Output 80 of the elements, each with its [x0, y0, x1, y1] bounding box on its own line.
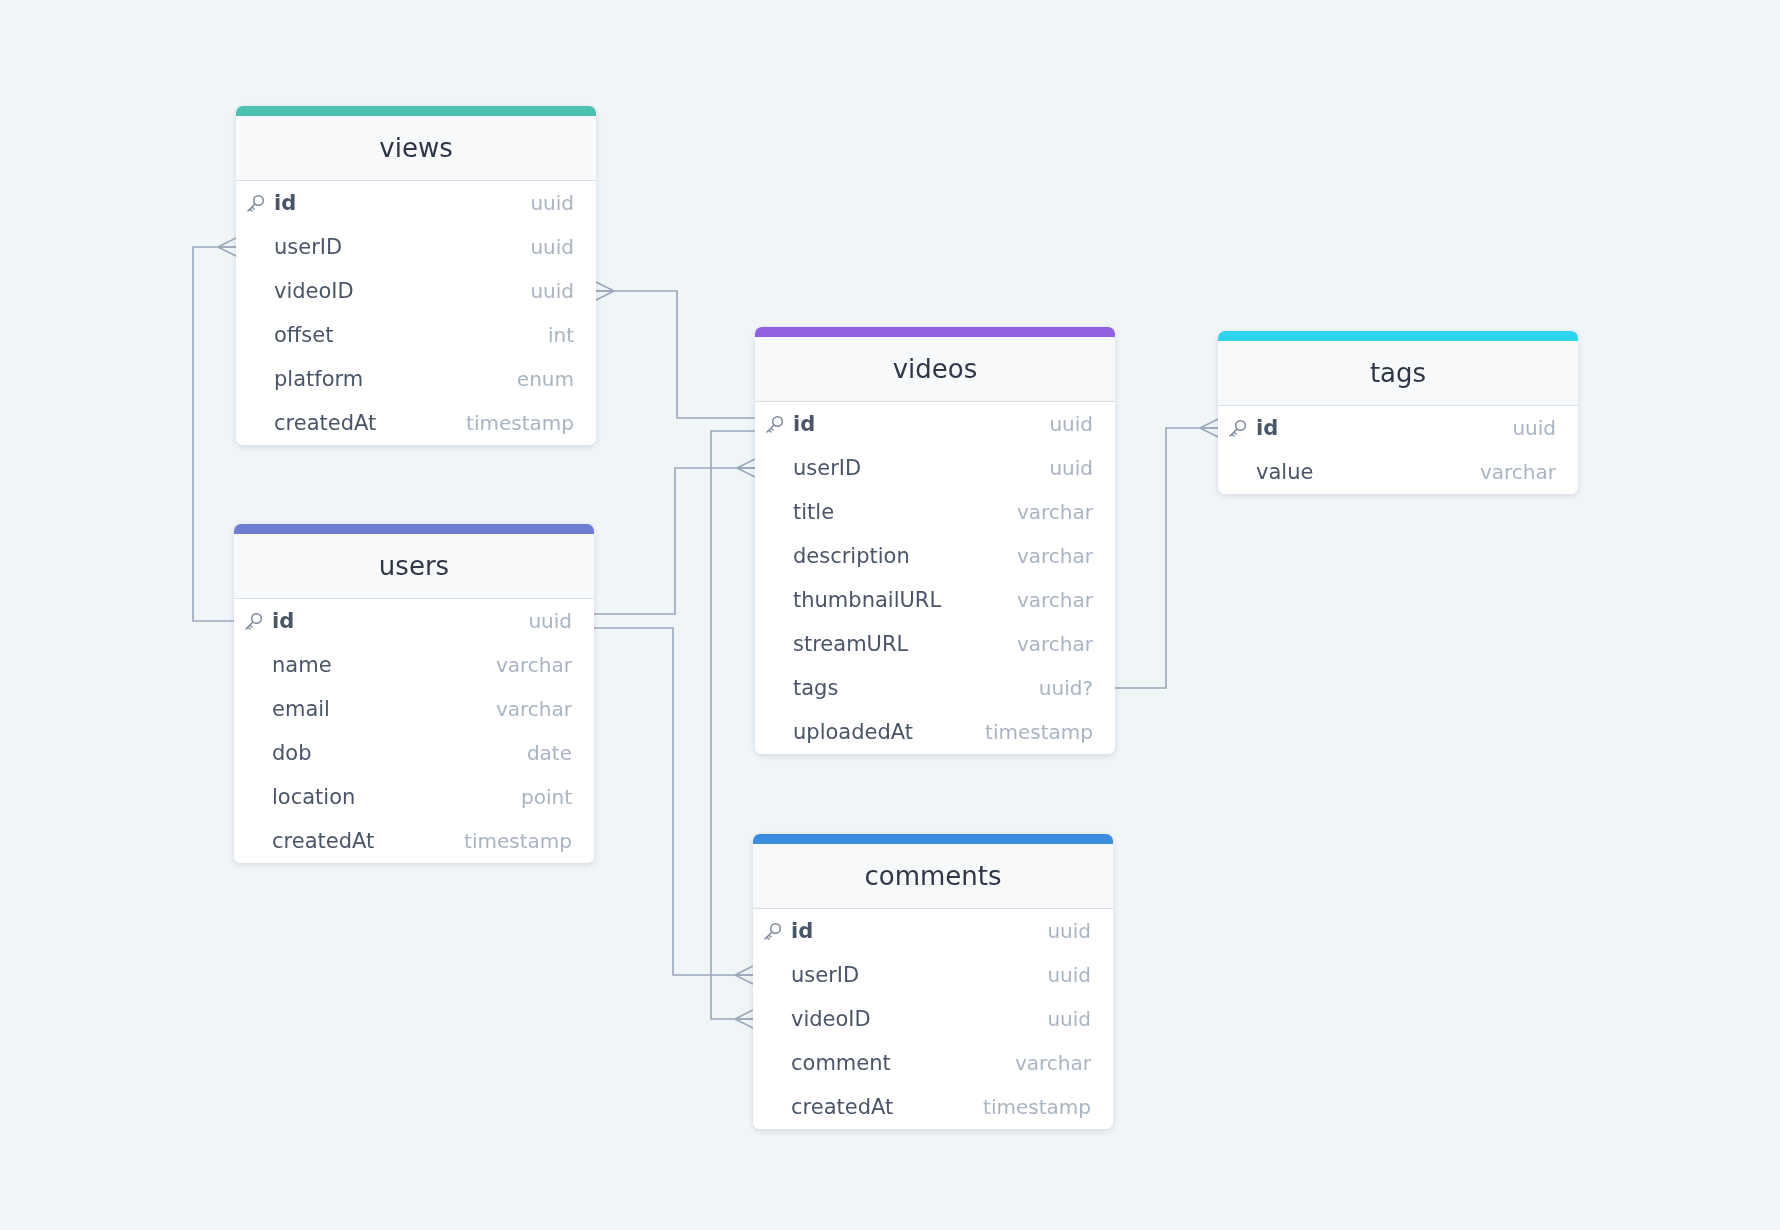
relationship-line — [593, 627, 754, 985]
relationship-line — [192, 237, 237, 622]
field-name: thumbnailURL — [793, 588, 942, 612]
field-type: uuid — [530, 235, 574, 259]
field-name: id — [274, 191, 297, 215]
field-type: enum — [516, 367, 574, 391]
field-type: uuid — [1047, 963, 1091, 987]
table-name: videos — [892, 354, 978, 384]
field-name: videoID — [791, 1007, 871, 1031]
field-name: tags — [793, 676, 839, 700]
field-type: varchar — [1016, 588, 1093, 612]
field-name: dob — [272, 741, 312, 765]
field-row — [755, 402, 1115, 446]
field-name: userID — [793, 456, 862, 480]
field-type: uuid — [530, 279, 574, 303]
field-type: varchar — [1016, 544, 1093, 568]
field-name: id — [272, 609, 295, 633]
field-type: timestamp — [466, 411, 574, 435]
table-name: comments — [864, 861, 1002, 891]
table-name: users — [378, 551, 450, 581]
field-type: uuid — [530, 191, 574, 215]
field-row — [1218, 450, 1578, 494]
field-name: id — [791, 919, 814, 943]
field-row — [236, 181, 596, 225]
field-name: value — [1256, 460, 1314, 484]
field-name: title — [793, 500, 835, 524]
field-type: point — [521, 785, 572, 809]
field-name: id — [1256, 416, 1279, 440]
field-name: email — [272, 697, 330, 721]
field-name: id — [793, 412, 816, 436]
field-name: uploadedAt — [793, 720, 913, 744]
table-name: views — [379, 133, 453, 163]
field-name: userID — [274, 235, 343, 259]
field-type: varchar — [1016, 500, 1093, 524]
field-name: streamURL — [793, 632, 909, 656]
field-name: createdAt — [274, 411, 377, 435]
field-row — [234, 599, 594, 643]
field-name: videoID — [274, 279, 354, 303]
field-type: timestamp — [983, 1095, 1091, 1119]
field-row — [1218, 406, 1578, 450]
field-type: uuid — [528, 609, 572, 633]
table-card — [753, 834, 1113, 1129]
field-row — [755, 710, 1115, 754]
field-type: varchar — [495, 653, 572, 677]
field-name: name — [272, 653, 332, 677]
field-type: uuid — [1049, 456, 1093, 480]
field-type: varchar — [495, 697, 572, 721]
table-card — [236, 106, 596, 445]
field-type: date — [526, 741, 572, 765]
field-type: timestamp — [464, 829, 572, 853]
field-type: uuid — [1047, 919, 1091, 943]
relationship-line — [1114, 418, 1219, 689]
field-type: int — [547, 323, 574, 347]
field-type: varchar — [1014, 1051, 1091, 1075]
field-name: createdAt — [791, 1095, 894, 1119]
relationship-line — [593, 458, 756, 615]
field-name: platform — [274, 367, 364, 391]
field-type: uuid — [1049, 412, 1093, 436]
field-type: varchar — [1016, 632, 1093, 656]
table-name: tags — [1369, 358, 1427, 388]
field-name: comment — [791, 1051, 891, 1075]
field-type: uuid — [1047, 1007, 1091, 1031]
field-type: uuid — [1512, 416, 1556, 440]
relationship-line — [595, 281, 756, 419]
table-card — [1218, 331, 1578, 494]
field-row — [234, 819, 594, 863]
table-card — [755, 327, 1115, 754]
field-name: userID — [791, 963, 860, 987]
table-card — [234, 524, 594, 863]
field-name: location — [272, 785, 356, 809]
relationship-line — [710, 430, 756, 1029]
field-type: timestamp — [985, 720, 1093, 744]
field-type: varchar — [1479, 460, 1556, 484]
field-row — [236, 401, 596, 445]
field-row — [753, 1085, 1113, 1129]
field-name: offset — [274, 323, 334, 347]
field-name: createdAt — [272, 829, 375, 853]
field-type: uuid? — [1038, 676, 1093, 700]
field-row — [753, 909, 1113, 953]
field-name: description — [793, 544, 910, 568]
